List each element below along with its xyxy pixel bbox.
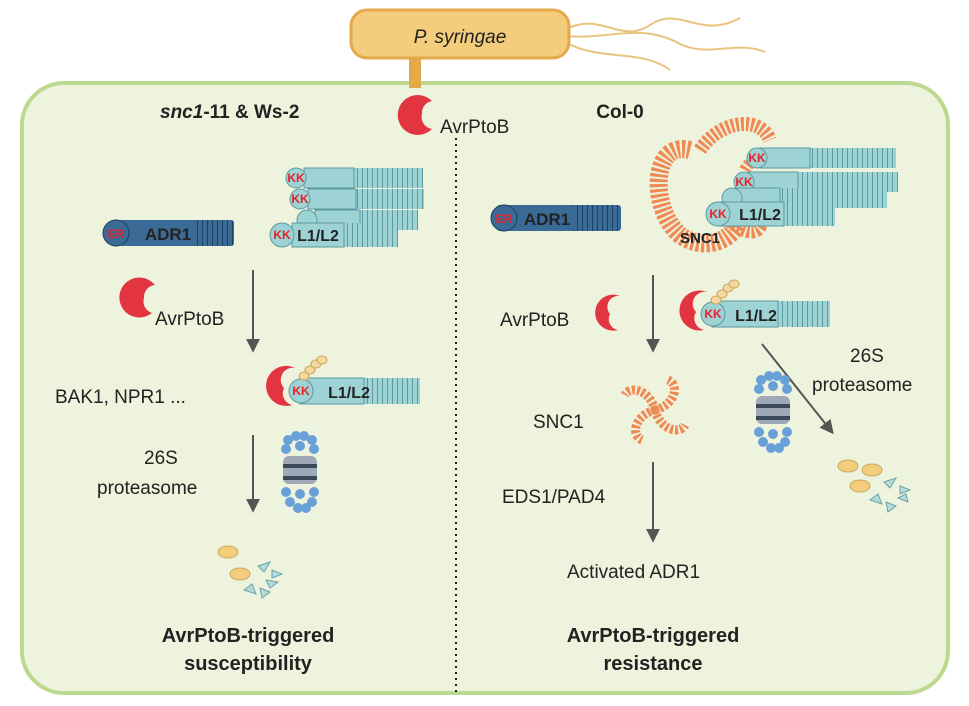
svg-text:KK: KK	[709, 207, 727, 221]
pathogen-label: P. syringae	[414, 27, 507, 48]
adr1-label-right: ADR1	[524, 210, 570, 229]
avrptob-effector-right-icon	[595, 294, 620, 331]
avrptob-l1l2-complex-right: KK L1/L2	[679, 279, 830, 331]
svg-text:KK: KK	[292, 384, 310, 398]
l1l2-label-left-complex: L1/L2	[328, 385, 370, 402]
peptide-fragments-right-icon	[837, 459, 912, 513]
snc1-free-label: SNC1	[533, 412, 584, 433]
l1l2-label-right-complex: L1/L2	[735, 308, 777, 325]
avrptob-label-left: AvrPtoB	[155, 309, 224, 330]
proteasome-right-line2: proteasome	[812, 375, 912, 396]
avrptob-top-label: AvrPtoB	[440, 117, 509, 138]
er-tag-left: ER	[108, 227, 125, 241]
adr1-protein-left: ER ADR1	[102, 219, 234, 247]
svg-text:KK: KK	[291, 192, 309, 206]
peptide-fragments-left-icon	[217, 545, 284, 599]
arrow-right-diagonal	[761, 343, 834, 435]
pseudomonas-bacterium: P. syringae	[349, 8, 766, 88]
svg-text:KK: KK	[704, 307, 722, 321]
eds-pad4-label: EDS1/PAD4	[502, 487, 606, 508]
outcome-right-line1: AvrPtoB-triggered	[567, 625, 740, 647]
right-panel-title: Col-0	[596, 102, 644, 123]
l1l2-stack-left: KK KK KK L1/L2	[269, 167, 424, 248]
proteasome-left-line1: 26S	[144, 448, 178, 469]
snc1-complex-label: SNC1	[680, 230, 720, 247]
targets-label: BAK1, NPR1 ...	[55, 387, 186, 408]
ubiquitin-chain-left-icon	[298, 355, 328, 381]
ubiquitin-chain-right-icon	[710, 279, 740, 305]
left-panel-title: snc1-11 & Ws-2	[160, 102, 299, 123]
adr1-label-left: ADR1	[145, 225, 191, 244]
proteasome-right-icon	[754, 371, 792, 453]
svg-text:KK: KK	[748, 151, 766, 165]
activated-adr1-label: Activated ADR1	[567, 562, 700, 583]
proteasome-right-line1: 26S	[850, 346, 884, 367]
l1l2-label-left-top: L1/L2	[297, 228, 339, 245]
outcome-left-line2: susceptibility	[184, 653, 313, 675]
svg-text:KK: KK	[287, 171, 305, 185]
avrptob-label-right: AvrPtoB	[500, 310, 569, 331]
l1l2-label-right-top: L1/L2	[739, 207, 781, 224]
outcome-right-line2: resistance	[604, 653, 703, 675]
adr1-protein-right: ER ADR1	[490, 204, 621, 232]
proteasome-left-icon	[281, 431, 319, 513]
svg-text:KK: KK	[273, 228, 291, 242]
proteasome-left-line2: proteasome	[97, 478, 197, 499]
avrptob-effector-icon	[397, 95, 432, 135]
outcome-left-line1: AvrPtoB-triggered	[162, 625, 335, 647]
avrptob-effector-left-icon	[119, 277, 155, 318]
er-tag-right: ER	[496, 212, 513, 226]
svg-text:KK: KK	[735, 175, 753, 189]
avrptob-l1l2-complex-left: KK L1/L2	[266, 355, 420, 406]
l1l2-stack-right: KK KK KK L1/L2	[705, 147, 898, 227]
